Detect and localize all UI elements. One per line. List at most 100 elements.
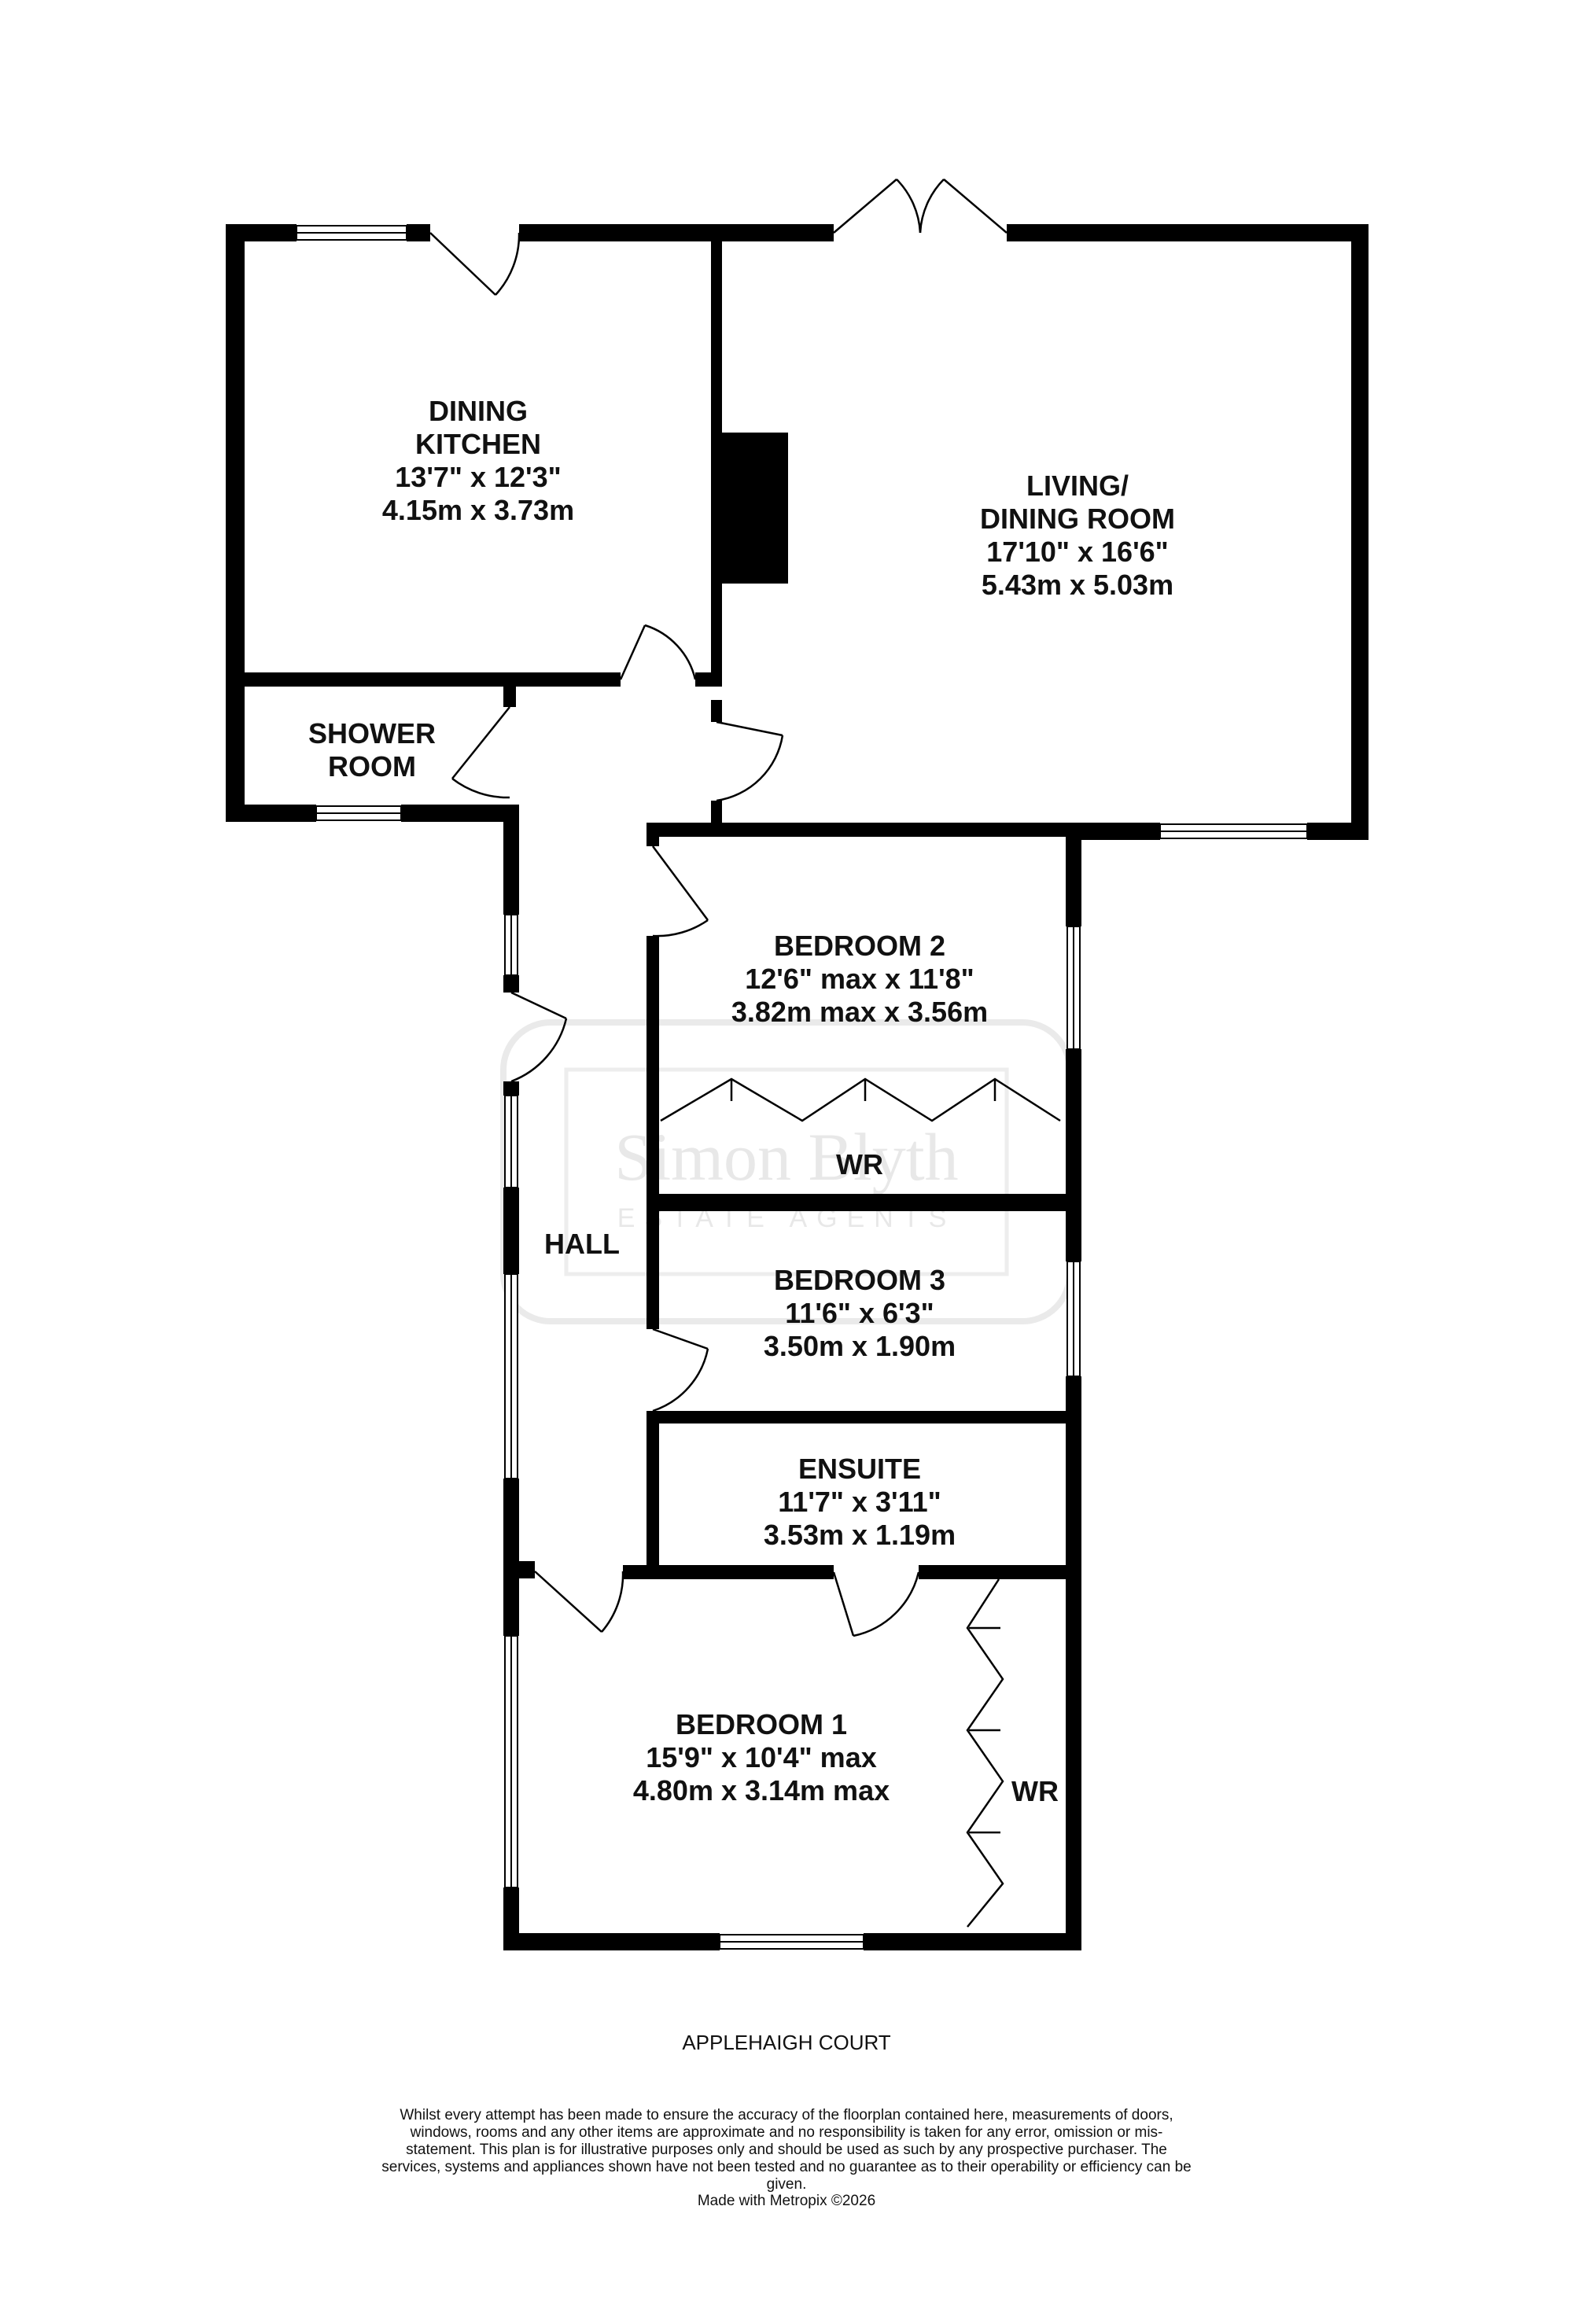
wall-bed2-left-stub [647,823,659,846]
window-bedroom3 [1066,1261,1081,1377]
room-name: KITCHEN [415,428,541,460]
wall-shower-bottom-left [226,805,316,822]
wall-hall-left-1 [503,805,519,915]
room-dimensions-metric: 5.43m x 5.03m [982,569,1173,601]
wardrobe-bedroom1 [966,1578,1004,1928]
room-bedroom2: BEDROOM 2 12'6" max x 11'8" 3.82m max x … [731,930,988,1028]
wall-shower-bottom-right [401,805,519,822]
doors [429,179,1008,1637]
wall-kitchen-bottom [226,672,621,687]
door-ensuite [832,1571,920,1637]
window-bedroom1-side [504,1635,518,1888]
room-name: ROOM [328,750,416,783]
room-bedroom3: BEDROOM 3 11'6" x 6'3" 3.50m x 1.90m [764,1264,956,1362]
property-caption: APPLEHAIGH COURT [682,2031,891,2054]
chimney-breast [722,433,788,584]
door-bedroom2 [651,845,709,937]
wall-living-top-right [1007,224,1369,241]
room-name: SHOWER [308,717,436,749]
room-name: BEDROOM 2 [774,930,945,962]
wall-hall-left-4 [503,1188,519,1274]
credit-text: Made with Metropix ©2026 [697,2193,876,2209]
door-shower-room [451,706,510,799]
window-bedroom1-bottom [719,1934,864,1950]
door-hall-side [510,991,568,1083]
window-bedroom2 [1066,926,1081,1050]
room-dimensions-metric: 3.50m x 1.90m [764,1330,956,1362]
wall-bed2-right-1 [1066,823,1081,926]
wall-kitchen-top-mid [407,224,430,241]
room-hall: HALL [544,1228,620,1260]
room-dimensions-metric: 3.82m max x 3.56m [731,996,988,1028]
room-dimensions-imperial: 12'6" max x 11'8" [745,963,974,995]
watermark-logo: Simon Blyth ESTATE AGENTS [500,1019,1073,1324]
wardrobe-label-bedroom1: WR [1011,1775,1059,1807]
room-name: LIVING/ [1026,470,1129,502]
window-living-room [1159,823,1308,839]
room-name: DINING ROOM [980,503,1175,535]
wall-ensuite-bottom-2 [623,1565,834,1579]
room-dimensions-imperial: 11'6" x 6'3" [785,1297,934,1329]
door-bedroom1 [534,1571,624,1633]
wall-kitchen-top-right [519,224,834,241]
wall-living-right [1351,224,1369,840]
watermark-name: Simon Blyth [614,1119,958,1195]
room-dimensions-metric: 4.80m x 3.14m max [633,1774,890,1807]
wall-ensuite-left [647,1423,659,1573]
window-hall-1 [504,914,518,976]
room-ensuite: ENSUITE 11'7" x 3'11" 3.53m x 1.19m [764,1453,956,1551]
room-dimensions-metric: 3.53m x 1.19m [764,1519,956,1551]
door-kitchen-external [429,232,521,296]
room-name: BEDROOM 1 [676,1708,847,1740]
door-bedroom3 [652,1328,709,1412]
wall-bed3-left-stub [647,1411,659,1423]
walls [226,224,1369,1950]
window-kitchen [296,225,407,241]
wall-living-left-stub [711,700,722,722]
room-living-dining: LIVING/ DINING ROOM 17'10" x 16'6" 5.43m… [980,470,1175,601]
wall-bed3-right-1 [1066,1205,1081,1261]
room-dimensions-imperial: 13'7" x 12'3" [395,461,561,493]
wall-ensuite-bottom-3 [919,1565,1081,1579]
wall-ensuite-bottom-1 [519,1561,535,1578]
wall-living-left-lower [711,801,722,829]
wall-bed1-bottom-right [864,1933,1081,1950]
room-dimensions-imperial: 15'9" x 10'4" max [646,1741,876,1773]
wall-hall-left-2 [503,975,519,993]
wall-living-bottom-left [1066,823,1160,840]
room-dimensions-metric: 4.15m x 3.73m [382,494,574,526]
wall-hall-left-5 [503,1479,519,1636]
wall-kitchen-bottom-stub [695,672,722,687]
room-dining-kitchen: DINING KITCHEN 13'7" x 12'3" 4.15m x 3.7… [382,395,574,526]
room-name: ENSUITE [798,1453,921,1485]
windows [296,225,1308,1950]
wardrobe-label-bedroom2: WR [836,1148,883,1180]
wall-bed2-bottom [647,1199,1081,1211]
room-name: BEDROOM 3 [774,1264,945,1296]
window-shower-room [315,805,402,821]
window-hall-3 [504,1273,518,1479]
window-hall-2 [504,1095,518,1188]
door-living-hall [716,720,784,802]
wall-bed1-bottom-left [503,1933,720,1950]
wall-kitchen-right [711,241,722,680]
disclaimer-text: Whilst every attempt has been made to en… [381,2107,1192,2193]
wall-hall-left-3 [503,1081,519,1096]
french-doors-living [833,179,1008,234]
wall-bed1-right [1066,1565,1081,1950]
wall-kitchen-left [226,224,245,822]
door-kitchen-hall [619,624,697,680]
room-name: DINING [429,395,528,427]
room-dimensions-imperial: 17'10" x 16'6" [986,536,1168,568]
wall-bed2-left [647,936,659,1329]
wall-ensuite-right [1066,1411,1081,1576]
wall-bed3-bottom [647,1411,1081,1423]
room-dimensions-imperial: 11'7" x 3'11" [778,1486,941,1518]
wardrobe-bedroom2 [660,1077,1061,1122]
room-shower-room: SHOWER ROOM [308,717,436,783]
wall-bed2-top [647,823,1071,837]
room-bedroom1: BEDROOM 1 15'9" x 10'4" max 4.80m x 3.14… [633,1708,890,1807]
wall-shower-top-stub [503,687,516,707]
wall-living-bottom-right [1307,823,1369,840]
